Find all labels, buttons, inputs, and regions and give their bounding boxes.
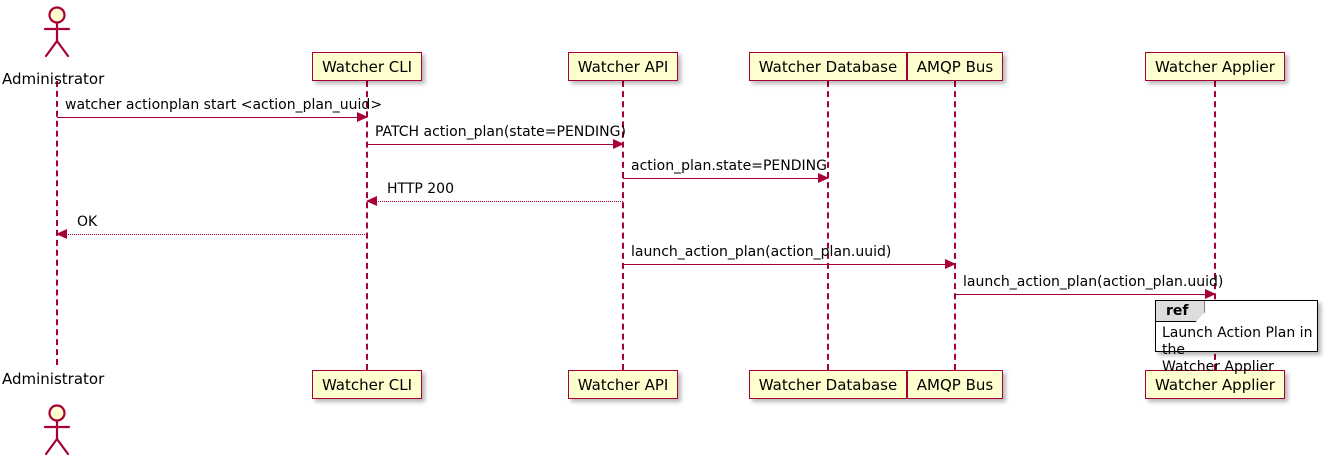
fragment-body-line-2: Watcher Applier — [1162, 359, 1274, 375]
participant-box-watcher-db-top[interactable]: Watcher Database — [748, 52, 908, 81]
message-label-2: PATCH action_plan(state=PENDING) — [375, 124, 626, 140]
message-line-5 — [57, 234, 367, 235]
message-label-4: HTTP 200 — [387, 181, 454, 197]
message-line-4 — [367, 201, 623, 202]
message-label-7: launch_action_plan(action_plan.uuid) — [963, 274, 1224, 290]
participant-box-watcher-applier-bottom[interactable]: Watcher Applier — [1145, 370, 1285, 399]
lifeline-administrator — [56, 81, 58, 365]
message-label-5: OK — [77, 214, 98, 230]
message-arrowhead-1 — [357, 112, 368, 122]
message-line-3 — [623, 178, 828, 179]
actor-label-administrator-top: Administrator — [2, 70, 105, 88]
participant-box-watcher-cli-bottom[interactable]: Watcher CLI — [311, 370, 423, 399]
message-arrowhead-5 — [56, 229, 67, 239]
message-line-2 — [367, 144, 623, 145]
message-line-7 — [955, 294, 1215, 295]
message-line-1 — [57, 117, 367, 118]
lifeline-watcher-applier — [1214, 81, 1216, 370]
participant-box-amqp-bus-bottom[interactable]: AMQP Bus — [906, 370, 1004, 399]
participant-box-watcher-api-bottom[interactable]: Watcher API — [567, 370, 679, 399]
lifeline-watcher-db — [827, 81, 829, 370]
message-line-6 — [623, 264, 955, 265]
message-label-6: launch_action_plan(action_plan.uuid) — [631, 244, 892, 260]
participant-box-watcher-db-bottom[interactable]: Watcher Database — [748, 370, 908, 399]
message-arrowhead-2 — [613, 139, 624, 149]
participant-box-watcher-applier-top[interactable]: Watcher Applier — [1145, 52, 1285, 81]
lifeline-watcher-cli — [366, 81, 368, 370]
message-arrowhead-6 — [945, 259, 956, 269]
message-label-3: action_plan.state=PENDING — [631, 158, 827, 174]
message-arrowhead-3 — [818, 173, 829, 183]
lifeline-watcher-api — [622, 81, 624, 370]
participant-box-amqp-bus-top[interactable]: AMQP Bus — [906, 52, 1004, 81]
message-arrowhead-7 — [1205, 289, 1216, 299]
lifeline-amqp-bus — [954, 81, 956, 370]
actor-label-administrator-bottom: Administrator — [2, 370, 105, 388]
actor-administrator-top — [40, 6, 74, 58]
fragment-body-line-1: Launch Action Plan in the — [1162, 325, 1313, 358]
fragment-tab-ref-launch-action-plan: ref — [1156, 301, 1205, 322]
message-label-1: watcher actionplan start <action_plan_uu… — [65, 97, 383, 113]
message-arrowhead-4 — [366, 196, 377, 206]
participant-box-watcher-api-top[interactable]: Watcher API — [567, 52, 679, 81]
participant-box-watcher-cli-top[interactable]: Watcher CLI — [311, 52, 423, 81]
actor-administrator-bottom — [40, 404, 74, 456]
